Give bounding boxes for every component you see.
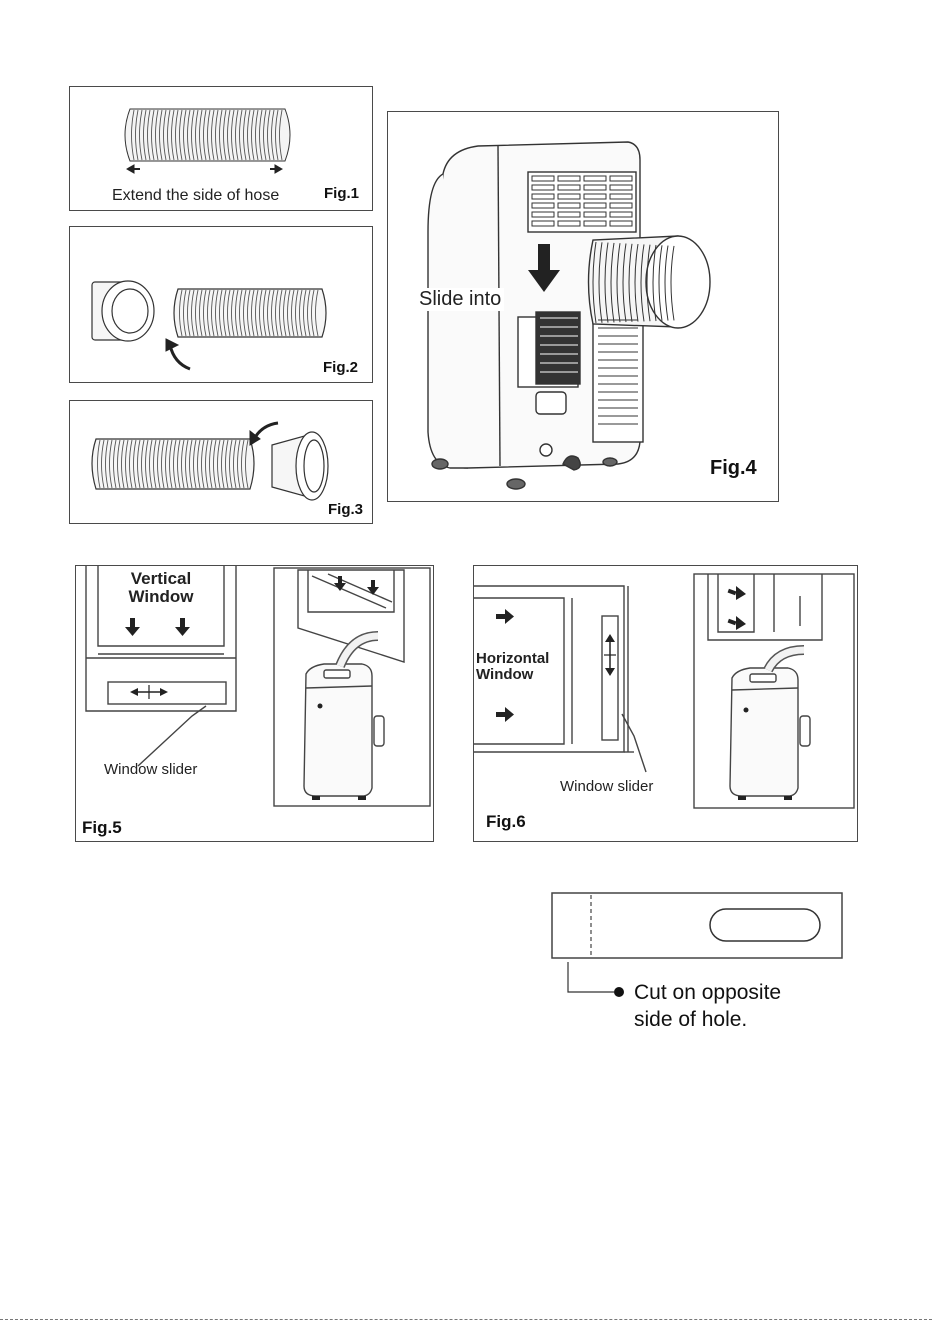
cut-note: Cut on opposite side of hole.	[634, 979, 781, 1033]
cut-note-line2: side of hole.	[634, 1006, 781, 1033]
cut-note-line1: Cut on opposite	[634, 979, 781, 1006]
page-bottom-rule	[0, 1319, 932, 1320]
